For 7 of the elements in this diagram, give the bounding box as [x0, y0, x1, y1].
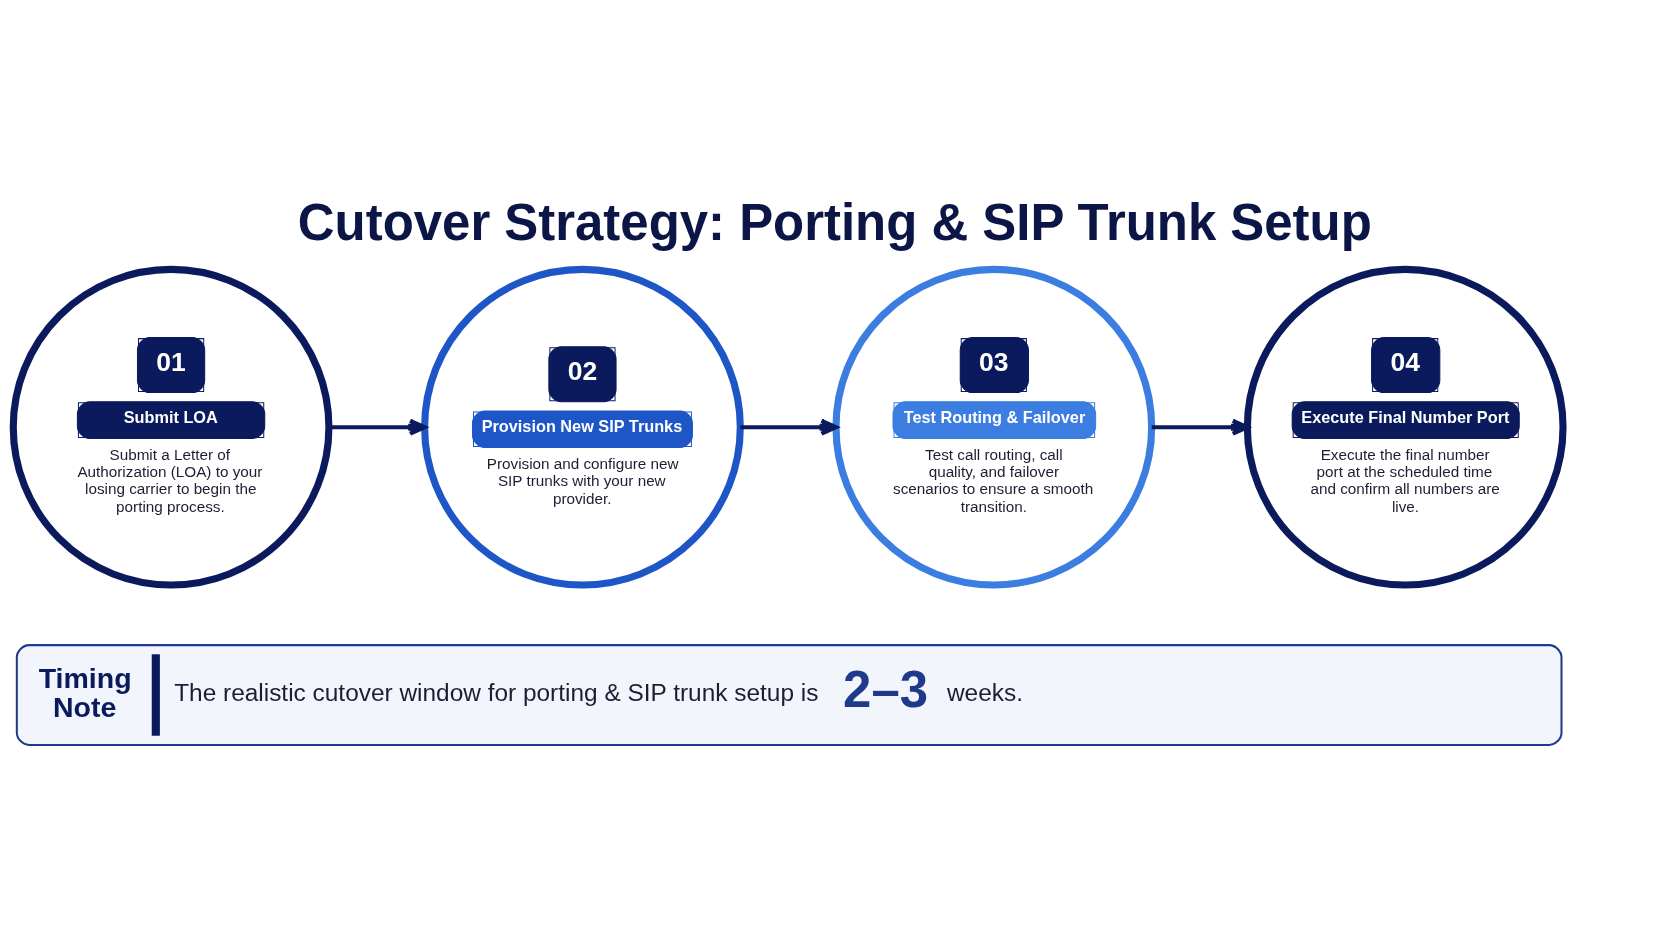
node-circle: 02 Provision New SIP Trunks Provision and configure new SIP trunks with your new provider.	[421, 265, 744, 589]
node-circle: 04 Execute Final Number Port Execute the final number port at the scheduled time and confirm all numbers are live.	[1243, 265, 1567, 589]
diagram-title: Cutover Strategy: Porting & SIP Trunk Setup	[297, 193, 1372, 251]
arrow	[740, 418, 838, 436]
node-circle: 03 Test Routing & Failover Test call routing, call quality, and failover scenarios to ensure a smooth transition.	[832, 265, 1156, 589]
node-circle: 01 Submit LOA Submit a Letter of Authorization (LOA) to your losing carrier to begin the porting process.	[9, 265, 333, 589]
arrow	[1151, 418, 1250, 436]
